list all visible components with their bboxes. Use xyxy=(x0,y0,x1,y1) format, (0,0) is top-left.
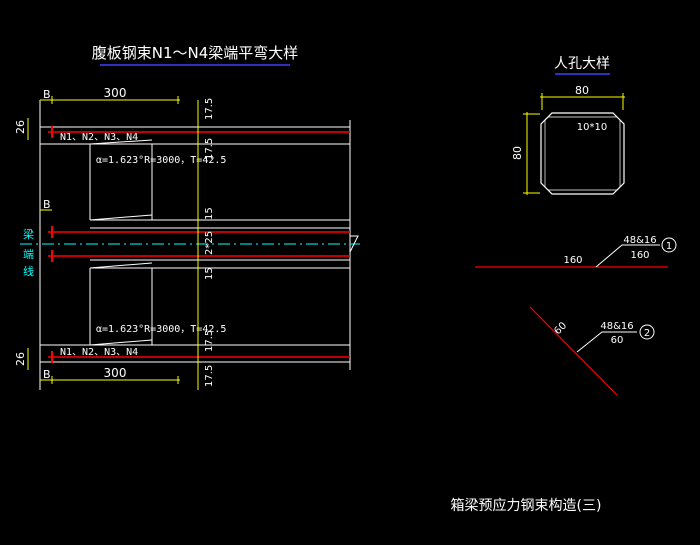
b-label-bottom: B xyxy=(43,368,51,381)
weld-spec: 48&16 xyxy=(623,235,656,246)
weld-seg-length: 60 xyxy=(552,320,569,337)
left-dim-bottom: 26 xyxy=(14,352,27,366)
weld-length: 60 xyxy=(611,335,624,346)
right-dim: 15 xyxy=(204,207,215,220)
end-line-char: 线 xyxy=(23,264,34,278)
manhole-detail: 80 80 10*10 xyxy=(511,84,625,195)
beam-end-detail: B 300 B B 300 26 26 N1、N2、N3、N4 N1、N2、N3… xyxy=(14,86,360,390)
curve-param-top: α=1.623°R=3000，T=42.5 xyxy=(96,155,226,166)
weld-number: 2 xyxy=(644,328,650,339)
b-label-top: B xyxy=(43,88,51,101)
weld-detail-2: 48&16 60 60 2 xyxy=(529,306,655,396)
manhole-chamfer: 10*10 xyxy=(577,122,607,133)
weld-seg-length: 160 xyxy=(563,255,582,266)
right-dim: 17.5 xyxy=(204,330,215,352)
length-label-bottom: 300 xyxy=(104,366,127,380)
right-dim: 17.5 xyxy=(204,365,215,387)
left-dim-top: 26 xyxy=(14,120,27,134)
right-dim: 15 xyxy=(204,267,215,280)
curve-param-bottom: α=1.623°R=3000，T=42.5 xyxy=(96,324,226,335)
b-label-mid: B xyxy=(43,198,51,211)
manhole-title: 人孔大样 xyxy=(554,56,610,72)
tendon-label-bottom: N1、N2、N3、N4 xyxy=(60,347,138,358)
right-dim: 2*25 xyxy=(204,231,215,255)
weld-spec: 48&16 xyxy=(600,321,633,332)
manhole-width: 80 xyxy=(575,84,589,97)
tendon-label-top: N1、N2、N3、N4 xyxy=(60,132,138,143)
end-line-char: 端 xyxy=(23,248,34,261)
sheet-title: 箱梁预应力钢束构造(三) xyxy=(451,497,602,514)
manhole-height: 80 xyxy=(511,146,524,160)
main-title: 腹板钢束N1～N4梁端平弯大样 xyxy=(92,44,299,62)
weld-detail-1: 48&16 160 160 1 xyxy=(475,235,677,268)
weld-number-circle xyxy=(661,237,677,253)
end-line-char: 梁 xyxy=(23,227,34,241)
right-dim: 17.5 xyxy=(204,138,215,160)
weld-length: 160 xyxy=(630,250,649,261)
right-dim: 17.5 xyxy=(204,98,215,120)
length-label-top: 300 xyxy=(104,86,127,100)
weld-number-circle xyxy=(639,324,655,340)
weld-number: 1 xyxy=(666,241,672,252)
